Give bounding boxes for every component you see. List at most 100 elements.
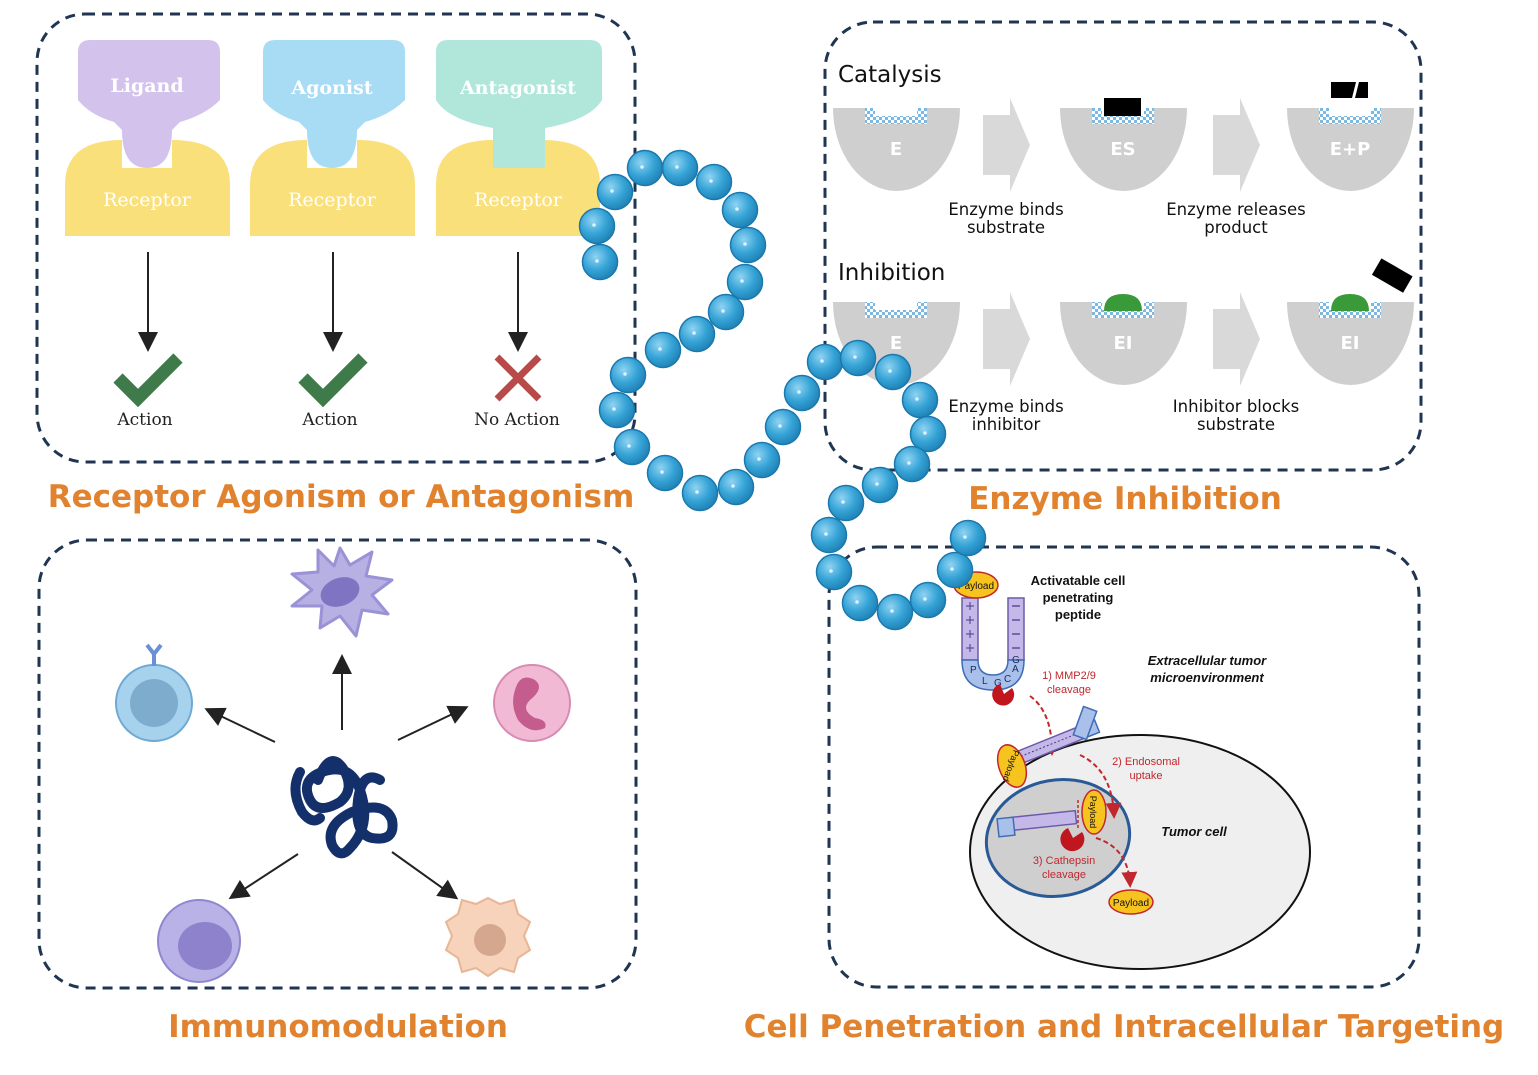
antagonist-shape <box>436 40 602 168</box>
check-icon <box>113 353 183 408</box>
peptide-bead-highlight <box>740 279 744 283</box>
antagonist-receptor-pair: Antagonist Receptor No Action <box>436 40 602 430</box>
peptide-bead-highlight <box>721 309 725 313</box>
endosomal-label-line2: uptake <box>1129 770 1162 782</box>
peptide-bead-highlight <box>735 207 739 211</box>
peptide-bead-highlight <box>907 461 911 465</box>
agonist-shape <box>263 40 405 168</box>
residue-a: A <box>1012 664 1019 675</box>
peptide-bead-highlight <box>820 359 824 363</box>
extracellular-label-line2: microenvironment <box>1150 670 1264 685</box>
tumor-cell-label: Tumor cell <box>1161 824 1227 839</box>
peptide-bead-highlight <box>923 597 927 601</box>
peptide-bead-highlight <box>853 355 857 359</box>
endosomal-label-line1: 2) Endosomal <box>1112 756 1180 768</box>
peptide-bead-chain <box>578 149 987 631</box>
peptide-bead-highlight <box>950 567 954 571</box>
enzyme-e: E <box>833 108 960 191</box>
step-arrow <box>1213 292 1260 386</box>
dendritic-cell-icon <box>290 546 394 638</box>
ligand-receptor-pair: Ligand Receptor Action <box>65 40 230 430</box>
binds-inhibitor-line2: inhibitor <box>972 415 1041 434</box>
endosomal-arrow <box>1079 754 1122 819</box>
peptide-tail <box>1072 705 1098 741</box>
ligand-label: Ligand <box>110 75 183 97</box>
peptide-bead-highlight <box>963 535 967 539</box>
es-label: ES <box>1110 139 1135 160</box>
step-arrow <box>983 292 1030 386</box>
peptide-bead-highlight <box>709 179 713 183</box>
receptor-shape <box>250 140 415 236</box>
enzyme-panel-border <box>823 20 1423 472</box>
residue-g: G <box>994 678 1002 689</box>
product-fragment <box>1355 82 1368 98</box>
peptide-bead <box>726 263 764 301</box>
peptide-bead-highlight <box>592 223 596 227</box>
payload-label: Payload <box>958 581 994 592</box>
peptide-bead <box>901 381 939 419</box>
peptide-bead-highlight <box>915 397 919 401</box>
arrow-to-b-cell <box>204 707 276 743</box>
binds-substrate-line1: Enzyme binds <box>948 200 1063 219</box>
residue-l: L <box>982 676 988 687</box>
check-icon <box>298 353 368 408</box>
peptide-bead <box>841 584 879 622</box>
ep-label: E+P <box>1330 139 1371 160</box>
peptide-bead-highlight <box>623 372 627 376</box>
inhibitor-shape <box>1331 294 1369 311</box>
receptor-label: Receptor <box>103 189 192 211</box>
macrophage-icon <box>444 896 532 978</box>
acpp-label-line2: penetrating <box>1043 590 1114 605</box>
peptide-bead <box>806 343 844 381</box>
substrate-block <box>1104 98 1141 116</box>
receptor-shape <box>65 140 230 236</box>
peptide-bead-highlight <box>890 609 894 613</box>
ligand-shape <box>78 40 220 168</box>
peptide-bead <box>893 445 931 483</box>
mmp-label-line1: 1) MMP2/9 <box>1042 670 1096 682</box>
receptor-panel-title: Receptor Agonism or Antagonism <box>48 479 635 515</box>
peptide-bead <box>729 226 767 264</box>
peptide-bead-highlight <box>658 347 662 351</box>
peptide-bead-highlight <box>692 331 696 335</box>
peptide-squiggle-icon <box>290 756 398 859</box>
cathepsin-label-line2: cleavage <box>1042 869 1086 881</box>
blocks-substrate-line1: Inhibitor blocks <box>1173 397 1299 416</box>
blocks-substrate-line2: substrate <box>1197 415 1275 434</box>
peptide-bead <box>743 441 781 479</box>
peptide-bead-highlight <box>829 569 833 573</box>
peptide-bead <box>598 391 636 429</box>
peptide-bead <box>596 173 634 211</box>
peptide-bead-highlight <box>923 431 927 435</box>
payload-membrane <box>996 744 1028 788</box>
peptide-bead-highlight <box>627 444 631 448</box>
cathepsin-label-line1: 3) Cathepsin <box>1033 855 1095 867</box>
peptide-bead <box>644 331 682 369</box>
residue-g: G <box>1012 655 1020 666</box>
ei-label: EI <box>1114 333 1133 354</box>
extracellular-label-line1: Extracellular tumor <box>1148 653 1267 668</box>
residue-p: P <box>970 665 977 676</box>
peptide-bead <box>695 163 733 201</box>
peptide-bead-highlight <box>731 484 735 488</box>
product-fragment <box>1331 82 1356 98</box>
mmp-arrow <box>1029 695 1060 756</box>
enzyme-ei: EI <box>1060 294 1187 385</box>
peptide-bead <box>949 519 987 557</box>
peptide-bead <box>581 243 619 281</box>
peptide-bead <box>839 339 877 377</box>
acpp-label-line3: peptide <box>1055 607 1101 622</box>
cpp-panel-title: Cell Penetration and Intracellular Targe… <box>744 1009 1505 1045</box>
receptor-panel-border <box>35 12 637 464</box>
e-label: E <box>890 333 902 354</box>
residue-c: C <box>1004 674 1011 685</box>
lymphocyte-icon <box>157 899 241 983</box>
payload-label: Payload <box>1088 796 1098 829</box>
binds-substrate-line2: substrate <box>967 218 1045 237</box>
arrow-to-lymphocyte <box>228 853 299 900</box>
peptide-bead <box>609 356 647 394</box>
peptide-bead <box>936 551 974 589</box>
peptide-bead-highlight <box>612 407 616 411</box>
peptide-bead-highlight <box>888 369 892 373</box>
b-cell-icon <box>115 643 193 742</box>
